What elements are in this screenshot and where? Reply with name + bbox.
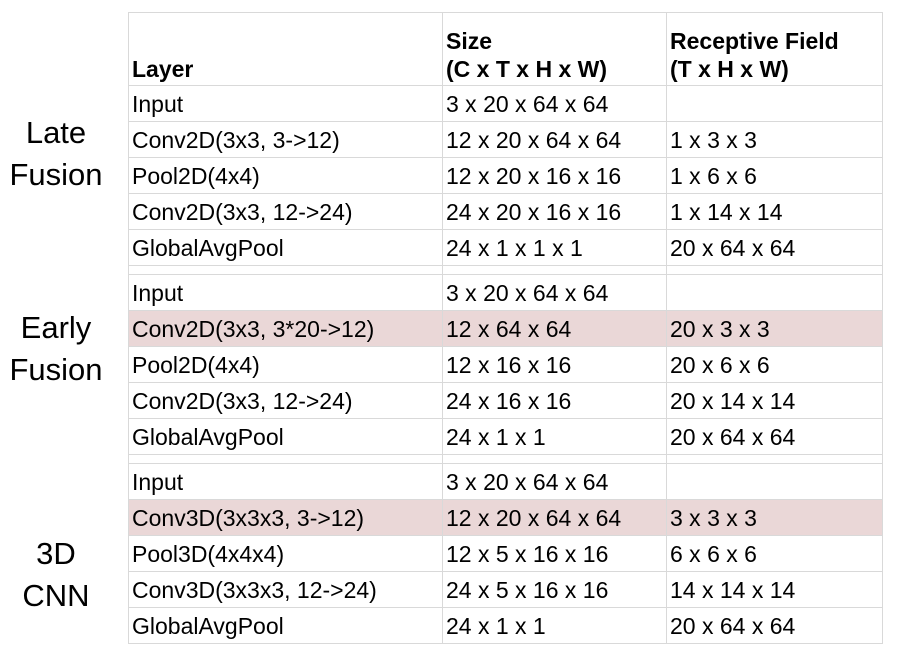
separator-cell bbox=[128, 265, 443, 275]
size-cell: 3 x 20 x 64 x 64 bbox=[442, 463, 667, 500]
group-label-line1: Early bbox=[20, 310, 92, 345]
layer-cell: Pool2D(4x4) bbox=[128, 157, 443, 194]
size-cell: 24 x 1 x 1 bbox=[442, 418, 667, 455]
size-cell: 24 x 1 x 1 bbox=[442, 607, 667, 644]
separator-cell bbox=[128, 454, 443, 464]
layer-table: Layer Size (C x T x H x W) Receptive Fie… bbox=[128, 12, 883, 644]
layer-cell: Input bbox=[128, 85, 443, 122]
header-row: Layer Size (C x T x H x W) Receptive Fie… bbox=[128, 12, 883, 86]
layer-cell: Input bbox=[128, 463, 443, 500]
group-label-early-fusion: Early Fusion bbox=[0, 307, 112, 391]
layer-cell: Conv3D(3x3x3, 12->24) bbox=[128, 571, 443, 608]
size-cell: 12 x 64 x 64 bbox=[442, 310, 667, 347]
size-cell: 24 x 16 x 16 bbox=[442, 382, 667, 419]
size-cell: 12 x 20 x 64 x 64 bbox=[442, 121, 667, 158]
layer-cell: Conv3D(3x3x3, 3->12) bbox=[128, 499, 443, 536]
receptive-field-cell: 20 x 64 x 64 bbox=[666, 418, 883, 455]
layer-cell: GlobalAvgPool bbox=[128, 607, 443, 644]
receptive-field-cell: 1 x 6 x 6 bbox=[666, 157, 883, 194]
size-cell: 24 x 5 x 16 x 16 bbox=[442, 571, 667, 608]
separator-cell bbox=[442, 265, 667, 275]
group-label-line2: CNN bbox=[22, 578, 90, 613]
separator-cell bbox=[666, 265, 883, 275]
layer-cell: Pool3D(4x4x4) bbox=[128, 535, 443, 572]
group-label-line2: Fusion bbox=[9, 157, 103, 192]
group-separator-row bbox=[128, 454, 883, 464]
receptive-field-cell bbox=[666, 85, 883, 122]
receptive-field-cell: 3 x 3 x 3 bbox=[666, 499, 883, 536]
separator-cell bbox=[442, 454, 667, 464]
receptive-field-cell: 20 x 14 x 14 bbox=[666, 382, 883, 419]
layer-cell: Input bbox=[128, 274, 443, 311]
layer-cell: GlobalAvgPool bbox=[128, 418, 443, 455]
receptive-field-cell: 1 x 14 x 14 bbox=[666, 193, 883, 230]
layer-cell: Conv2D(3x3, 3*20->12) bbox=[128, 310, 443, 347]
group-label-line1: Late bbox=[25, 115, 87, 150]
size-cell: 12 x 20 x 64 x 64 bbox=[442, 499, 667, 536]
receptive-field-cell: 20 x 6 x 6 bbox=[666, 346, 883, 383]
group-label-3d-cnn: 3D CNN bbox=[0, 533, 112, 617]
group-label-line2: Fusion bbox=[9, 352, 103, 387]
size-cell: 12 x 16 x 16 bbox=[442, 346, 667, 383]
header-layer-text: Layer bbox=[132, 56, 194, 82]
size-cell: 3 x 20 x 64 x 64 bbox=[442, 274, 667, 311]
layer-cell: Pool2D(4x4) bbox=[128, 346, 443, 383]
header-layer: Layer bbox=[128, 12, 443, 86]
receptive-field-cell: 20 x 3 x 3 bbox=[666, 310, 883, 347]
receptive-field-cell: 14 x 14 x 14 bbox=[666, 571, 883, 608]
group-label-line1: 3D bbox=[36, 536, 76, 571]
size-cell: 12 x 5 x 16 x 16 bbox=[442, 535, 667, 572]
receptive-field-cell bbox=[666, 274, 883, 311]
size-cell: 3 x 20 x 64 x 64 bbox=[442, 85, 667, 122]
header-size-line1: Size bbox=[446, 28, 493, 54]
layer-cell: Conv2D(3x3, 3->12) bbox=[128, 121, 443, 158]
receptive-field-cell: 20 x 64 x 64 bbox=[666, 229, 883, 266]
size-cell: 24 x 1 x 1 x 1 bbox=[442, 229, 667, 266]
separator-cell bbox=[666, 454, 883, 464]
layer-cell: Conv2D(3x3, 12->24) bbox=[128, 382, 443, 419]
group-label-late-fusion: Late Fusion bbox=[0, 112, 112, 196]
header-receptive-field: Receptive Field (T x H x W) bbox=[666, 12, 883, 86]
layer-cell: Conv2D(3x3, 12->24) bbox=[128, 193, 443, 230]
receptive-field-cell: 1 x 3 x 3 bbox=[666, 121, 883, 158]
header-size: Size (C x T x H x W) bbox=[442, 12, 667, 86]
receptive-field-cell bbox=[666, 463, 883, 500]
header-rf-line1: Receptive Field bbox=[670, 28, 839, 54]
size-cell: 24 x 20 x 16 x 16 bbox=[442, 193, 667, 230]
header-rf-line2: (T x H x W) bbox=[670, 56, 789, 82]
group-separator-row bbox=[128, 265, 883, 275]
receptive-field-cell: 20 x 64 x 64 bbox=[666, 607, 883, 644]
size-cell: 12 x 20 x 16 x 16 bbox=[442, 157, 667, 194]
layer-cell: GlobalAvgPool bbox=[128, 229, 443, 266]
receptive-field-cell: 6 x 6 x 6 bbox=[666, 535, 883, 572]
header-size-line2: (C x T x H x W) bbox=[446, 56, 608, 82]
